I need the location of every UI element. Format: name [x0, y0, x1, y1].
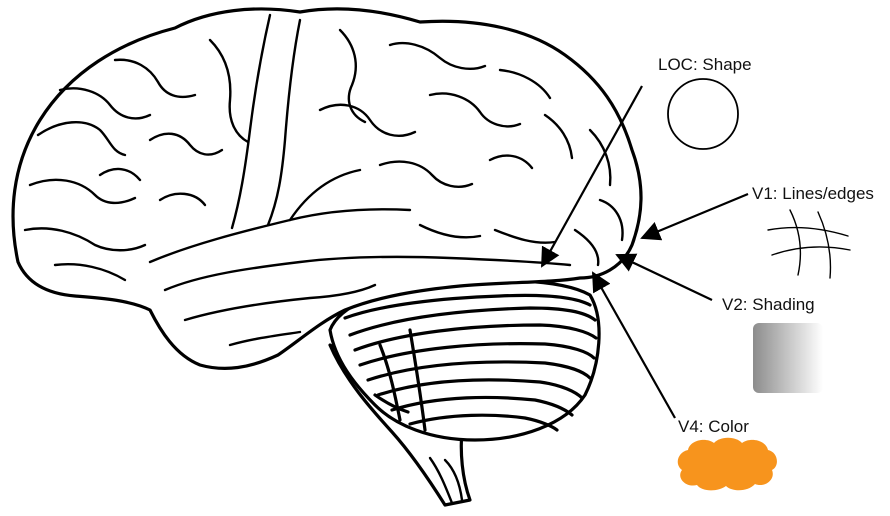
orange-blob-icon: [677, 437, 777, 491]
cerebrum: [11, 7, 643, 370]
cerebellum: [328, 278, 601, 442]
label-v2-shading: V2: Shading: [722, 295, 815, 314]
label-loc-shape: LOC: Shape: [658, 55, 752, 74]
arrow-v1: [640, 192, 749, 241]
crossing-curves-icon: [767, 209, 851, 279]
circle-outline-icon: [667, 78, 739, 150]
arrow-loc: [541, 85, 643, 268]
arrow-v2: [615, 253, 713, 301]
annotation-arrows: [541, 85, 749, 419]
label-v4-color: V4: Color: [678, 417, 749, 436]
arrow-v4: [592, 271, 676, 419]
gradient-square-icon: [753, 323, 823, 393]
label-v1-lines-edges: V1: Lines/edges: [752, 184, 874, 203]
